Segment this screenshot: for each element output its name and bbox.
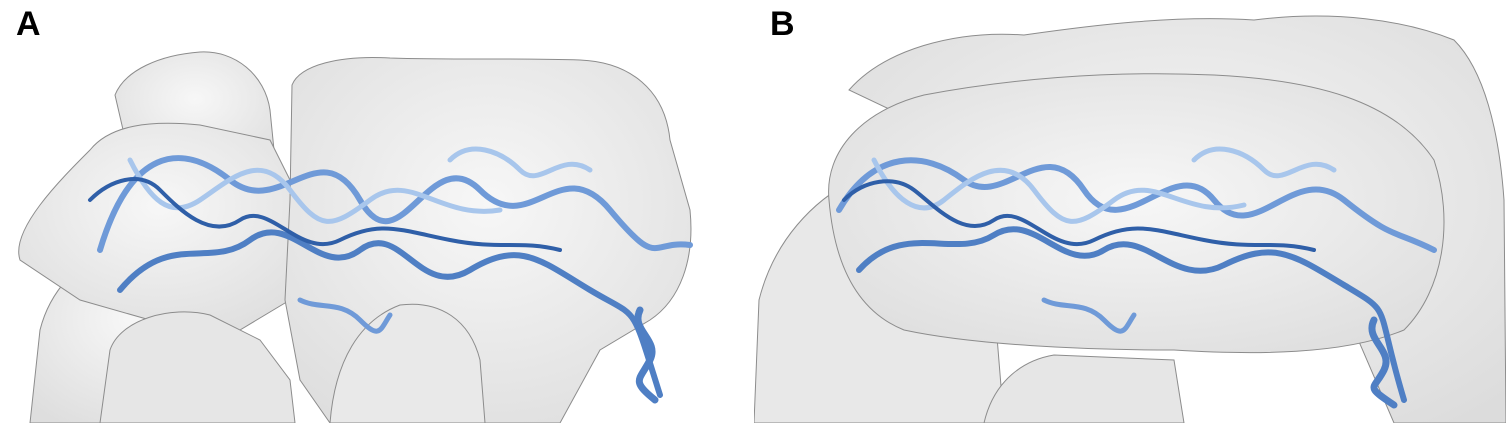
panel-label-a: A xyxy=(16,5,41,43)
density-map-rendering-a xyxy=(18,51,693,423)
panel-a: A xyxy=(0,0,752,423)
protein-ribbon-a xyxy=(88,146,693,404)
panel-b: B xyxy=(754,0,1506,423)
density-lobe xyxy=(329,303,486,423)
density-lobe xyxy=(99,311,296,423)
panel-label-b: B xyxy=(770,5,795,43)
density-map-rendering-b xyxy=(754,15,1506,423)
protein-ribbon-b xyxy=(836,146,1437,409)
density-lobe xyxy=(828,73,1445,354)
density-lobe xyxy=(983,354,1185,423)
density-lobe xyxy=(18,122,301,331)
